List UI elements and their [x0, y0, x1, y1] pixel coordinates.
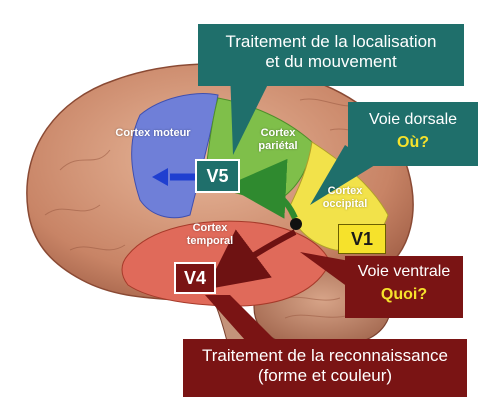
- recognition-callout: Traitement de la reconnaissance (forme e…: [183, 339, 467, 397]
- temporal-cortex-label: Cortex temporal: [186, 222, 234, 247]
- v1-label: V1: [350, 228, 374, 249]
- v4-area-tag: V4: [174, 262, 216, 294]
- parietal-cortex-label: Cortex pariétal: [258, 127, 298, 152]
- v5-label: V5: [206, 165, 229, 186]
- top-callout-pointer: [230, 70, 275, 155]
- dorsal-question: Où?: [397, 134, 429, 152]
- motor-cortex-label: Cortex moteur: [115, 127, 191, 139]
- recognition-line1: Traitement de la reconnaissance: [201, 346, 448, 365]
- ventral-callout-pointer: [300, 252, 355, 290]
- recognition-line2: (forme et couleur): [257, 366, 393, 386]
- dorsal-title: Voie dorsale: [368, 111, 458, 128]
- v5-to-motor-arrowhead: [152, 168, 168, 186]
- v5-area-tag: V5: [195, 159, 240, 193]
- dorsal-pathway-callout: Voie dorsale Où?: [348, 102, 478, 166]
- localisation-line1: Traitement de la localisation: [225, 32, 437, 51]
- occipital-cortex-region: [287, 141, 389, 251]
- ventral-pathway-arrow: [205, 229, 297, 290]
- occipital-cortex-label: Cortex occipital: [322, 185, 368, 210]
- localisation-callout: Traitement de la localisation et du mouv…: [198, 24, 464, 86]
- ventral-question: Quoi?: [380, 286, 428, 304]
- bottom-callout-pointer: [205, 295, 275, 340]
- v1-origin-dot: [290, 218, 302, 230]
- ventral-pathway-callout: Voie ventrale Quoi?: [345, 256, 463, 318]
- v1-area-tag: V1: [338, 224, 386, 254]
- dorsal-pathway-arrow: [226, 158, 298, 220]
- v4-label: V4: [183, 267, 207, 288]
- ventral-title: Voie ventrale: [357, 263, 451, 280]
- localisation-line2: et du mouvement: [265, 52, 397, 72]
